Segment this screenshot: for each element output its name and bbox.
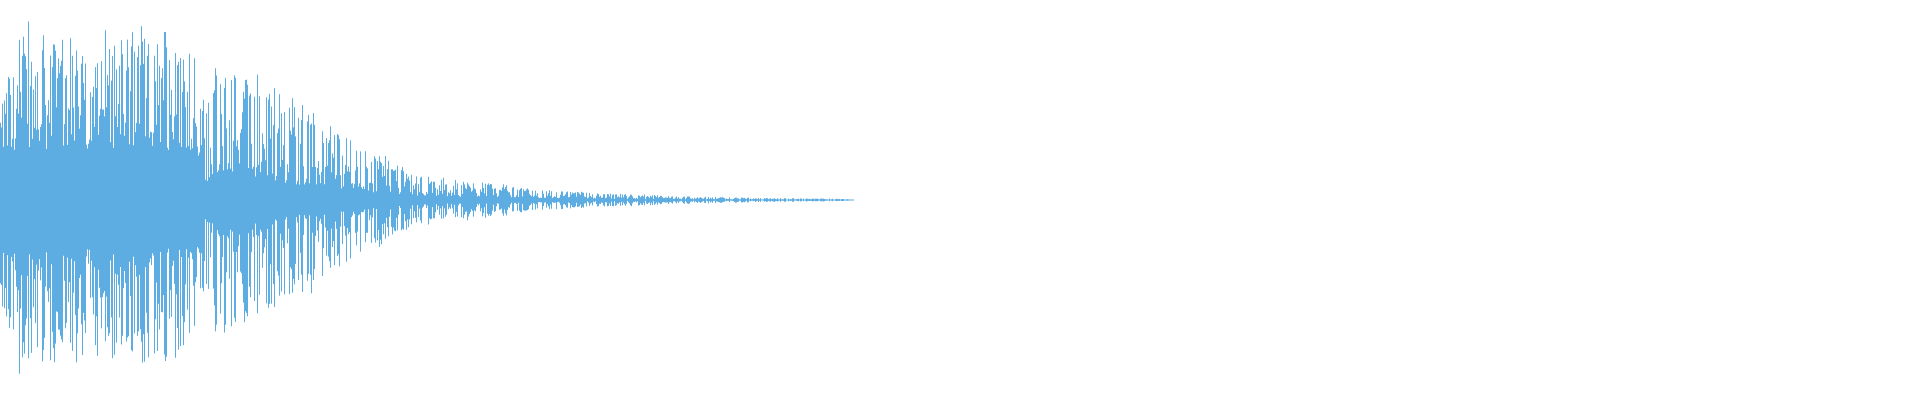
waveform-samples bbox=[0, 21, 854, 374]
waveform-path bbox=[0, 21, 854, 374]
